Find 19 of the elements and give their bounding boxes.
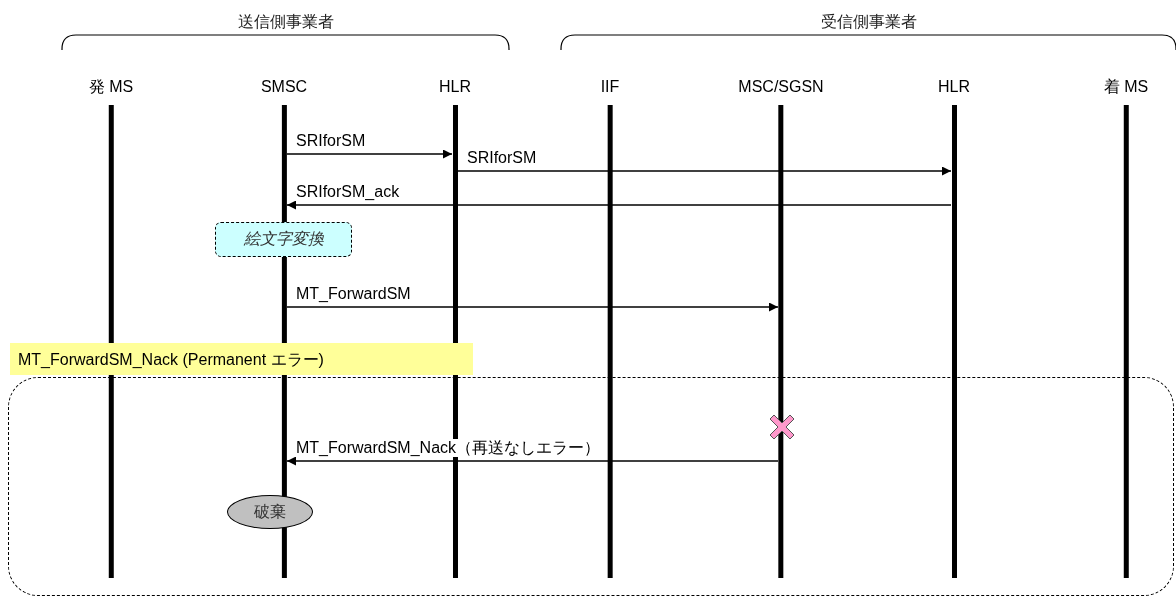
process-note: 絵文字変換	[215, 222, 352, 257]
message-arrow	[457, 166, 952, 176]
discard-ellipse: 破棄	[227, 495, 313, 529]
message-label: MT_ForwardSM	[294, 285, 413, 303]
message-label: SRIforSM_ack	[294, 183, 402, 201]
message-arrow	[286, 200, 952, 210]
lifeline-label: MSC/SGSN	[738, 77, 824, 97]
group-heading: 受信側事業者	[820, 12, 917, 32]
frame-title: MT_ForwardSM_Nack (Permanent エラー)	[10, 343, 473, 375]
message-arrow	[286, 456, 779, 466]
message-arrow	[286, 302, 779, 312]
message-arrow	[286, 149, 453, 159]
lifeline-label: HLR	[439, 77, 471, 97]
lifeline-label: 発 MS	[88, 77, 134, 97]
lifeline-label: HLR	[938, 77, 970, 97]
group-heading: 送信側事業者	[237, 12, 334, 32]
lifeline-label: IIF	[600, 77, 620, 97]
lifeline-label: SMSC	[260, 77, 308, 97]
lifeline-label: 着 MS	[1103, 77, 1149, 97]
